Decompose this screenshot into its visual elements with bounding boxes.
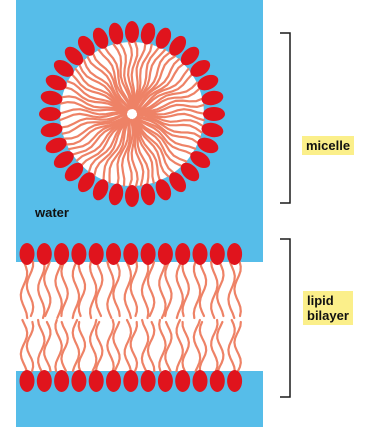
bilayer-head	[123, 243, 138, 265]
bilayer-head	[158, 370, 173, 392]
bilayer-head	[193, 370, 208, 392]
bilayer-head	[158, 243, 173, 265]
bilayer-head	[71, 370, 86, 392]
micelle-head	[125, 185, 139, 207]
bilayer-head	[175, 243, 190, 265]
bilayer-head	[89, 370, 104, 392]
bilayer-head	[20, 243, 35, 265]
bilayer-head	[37, 370, 52, 392]
bilayer-head	[54, 370, 69, 392]
bilayer-head	[71, 243, 86, 265]
micelle	[39, 21, 225, 207]
micelle-head	[39, 107, 61, 121]
bilayer-head	[175, 370, 190, 392]
bilayer-core	[16, 262, 263, 371]
bilayer-head	[210, 243, 225, 265]
micelle-head	[125, 21, 139, 43]
bilayer-head	[227, 370, 242, 392]
bilayer-head	[227, 243, 242, 265]
bilayer-head	[193, 243, 208, 265]
bilayer-head	[210, 370, 225, 392]
bilayer-head	[141, 243, 156, 265]
bilayer-head	[106, 243, 121, 265]
bilayer-head	[54, 243, 69, 265]
micelle-bracket	[280, 33, 290, 203]
bilayer-bracket	[280, 239, 290, 397]
micelle-head	[203, 107, 225, 121]
bilayer-head	[20, 370, 35, 392]
bilayer-head	[141, 370, 156, 392]
bilayer-head	[106, 370, 121, 392]
bilayer-head	[89, 243, 104, 265]
bilayer-head	[123, 370, 138, 392]
micelle-label: micelle	[302, 136, 354, 155]
bilayer-head	[37, 243, 52, 265]
water-label: water	[35, 205, 69, 220]
lipid-bilayer	[16, 243, 263, 392]
lipid-bilayer-label: lipid bilayer	[303, 291, 353, 325]
